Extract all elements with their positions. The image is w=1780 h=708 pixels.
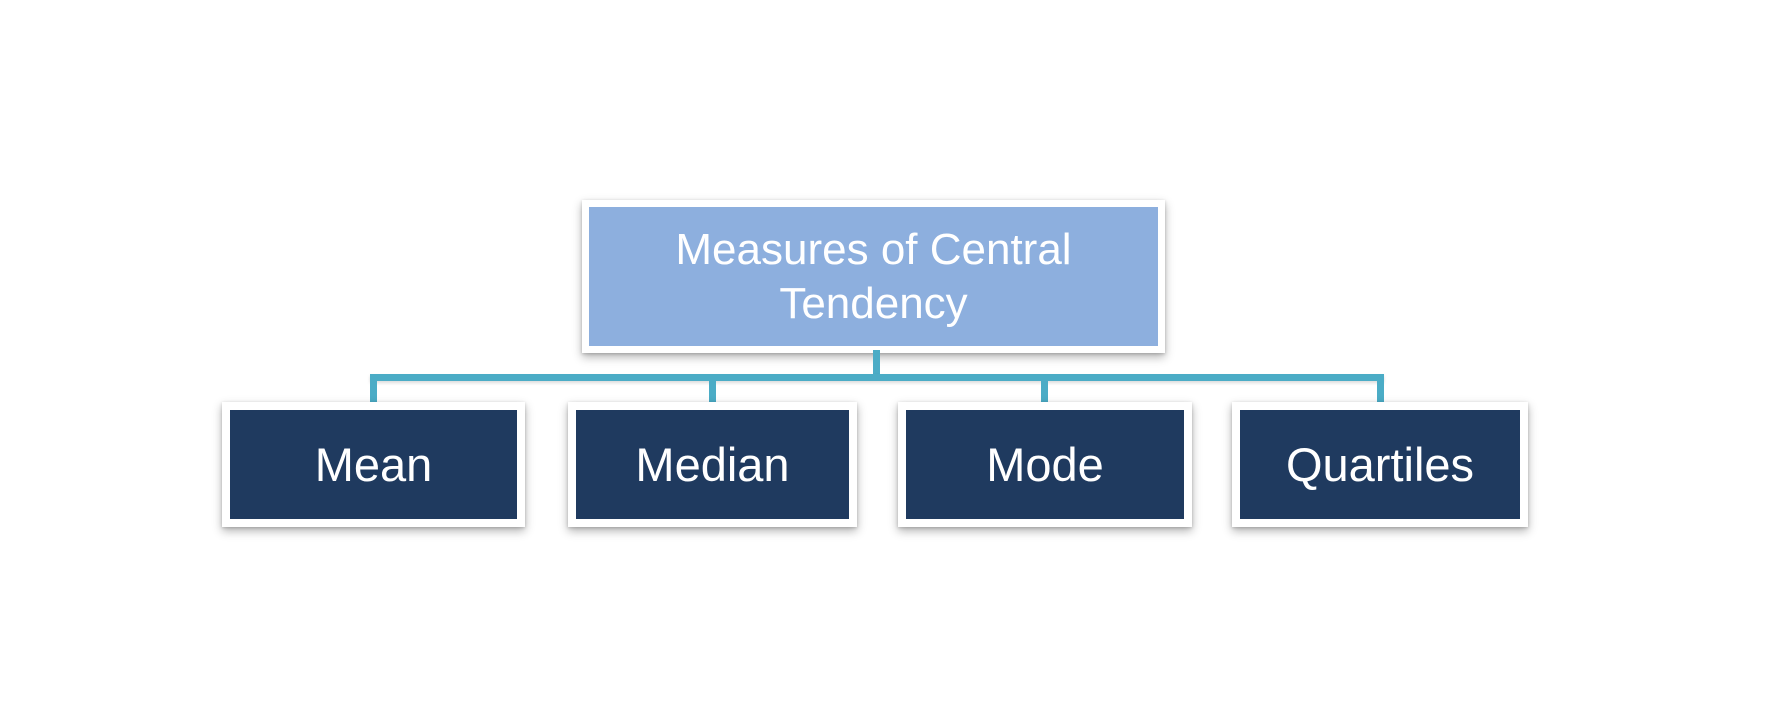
root-node-measures-of-central-tendency: Measures of Central Tendency [582,200,1165,353]
connector-drop-median [709,379,716,404]
child-node-label: Median [635,438,790,491]
connector-drop-mode [1041,379,1048,404]
child-node-quartiles: Quartiles [1232,402,1528,527]
child-node-label: Mode [986,438,1104,491]
connector-drop-quartiles [1377,379,1384,404]
connector-horizontal-line [370,374,1384,381]
child-node-mean: Mean [222,402,525,527]
child-node-mode: Mode [898,402,1192,527]
connector-drop-mean [370,379,377,404]
child-node-median: Median [568,402,857,527]
connector-parent-stub [873,350,880,377]
child-node-label: Quartiles [1285,438,1475,491]
child-node-label: Mean [314,438,433,491]
root-node-label: Measures of Central Tendency [675,224,1072,328]
